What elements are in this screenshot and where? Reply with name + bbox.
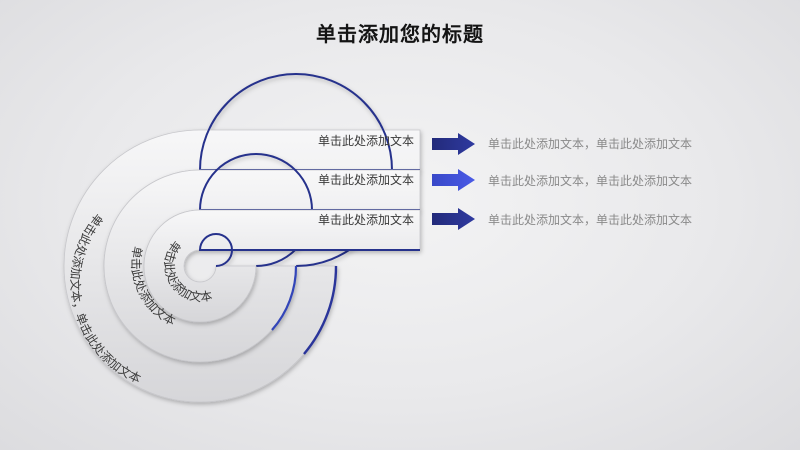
arrow-icon-3 [432,208,475,230]
band-label-1[interactable]: 单击此处添加文本 [318,133,414,148]
description-2[interactable]: 单击此处添加文本，单击此处添加文本 [488,173,692,188]
description-3[interactable]: 单击此处添加文本，单击此处添加文本 [488,212,692,227]
arrow-icon-2 [432,169,475,191]
page-title: 单击添加您的标题 [316,22,484,46]
band-middle [103,153,421,363]
band-inner [143,209,421,323]
band-label-3[interactable]: 单击此处添加文本 [318,212,414,227]
arrow-icon-1 [432,133,475,155]
description-1[interactable]: 单击此处添加文本，单击此处添加文本 [488,136,692,151]
band-label-2[interactable]: 单击此处添加文本 [318,172,414,187]
